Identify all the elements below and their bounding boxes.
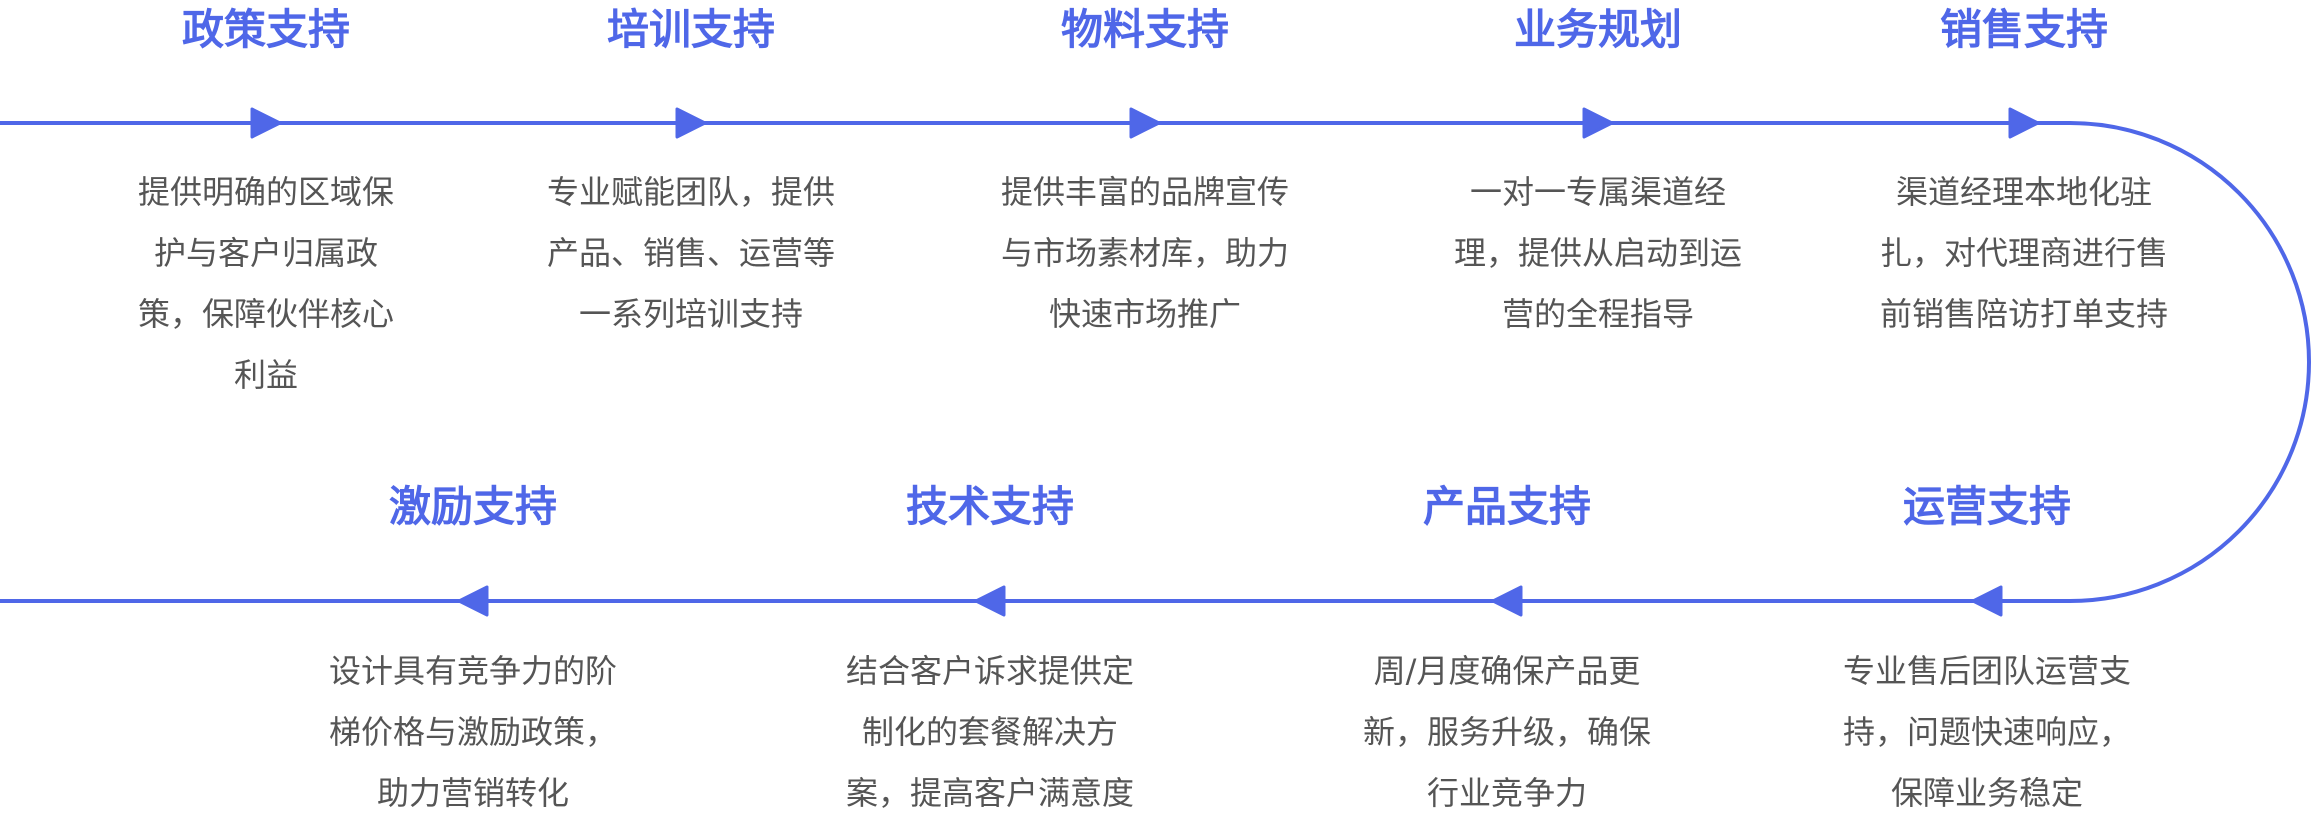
description-line: 提供丰富的品牌宣传 [1000,173,1289,211]
description-line: 前销售陪访打单支持 [1879,295,2168,333]
description-line: 设计具有竞争力的阶 [328,652,617,690]
description-line: 周/月度确保产品更 [1373,652,1641,690]
description-line: 渠道经理本地化驻 [1895,173,2152,211]
description-line: 制化的套餐解决方 [861,713,1118,751]
step-description: 结合客户诉求提供定制化的套餐解决方案，提高客户满意度 [810,641,1170,824]
step-description: 渠道经理本地化驻扎，对代理商进行售前销售陪访打单支持 [1844,162,2204,345]
description-line: 产品、销售、运营等 [546,234,835,272]
description-line: 行业竞争力 [1426,774,1587,812]
step-title: 业务规划 [1513,5,1682,54]
description-line: 护与客户归属政 [153,234,378,272]
arrow-right-icon [2008,107,2040,139]
description-line: 扎，对代理商进行售 [1879,234,2168,272]
step-title: 激励支持 [388,482,557,531]
arrow-right-icon [1129,107,1161,139]
arrow-right-icon [250,107,282,139]
description-line: 提供明确的区域保 [137,173,394,211]
step-title: 产品支持 [1422,482,1591,531]
description-line: 与市场素材库，助力 [1000,234,1289,272]
step-description: 专业售后团队运营支持，问题快速响应， 保障业务稳定 [1807,641,2167,824]
arrow-left-icon [457,585,489,617]
description-line: 快速市场推广 [1048,295,1241,333]
step-description: 提供丰富的品牌宣传与市场素材库，助力快速市场推广 [965,162,1325,345]
step-title: 培训支持 [606,5,775,54]
description-line: 一系列培训支持 [578,295,803,333]
step-title: 运营支持 [1902,482,2071,531]
arrow-left-icon [974,585,1006,617]
arrow-left-icon [1491,585,1523,617]
step-title: 物料支持 [1060,5,1229,54]
description-line: 策，保障伙伴核心 [137,295,394,333]
description-line: 新，服务升级，确保 [1362,713,1651,751]
description-line: 理，提供从启动到运 [1453,234,1742,272]
step-title: 政策支持 [181,5,350,54]
description-line: 一对一专属渠道经 [1469,173,1726,211]
description-line: 专业赋能团队，提供 [546,173,835,211]
step-description: 设计具有竞争力的阶梯价格与激励政策， 助力营销转化 [293,641,653,824]
step-title: 销售支持 [1939,5,2108,54]
description-line: 持，问题快速响应， [1842,713,2131,751]
description-line: 利益 [233,356,298,394]
step-description: 提供明确的区域保护与客户归属政策，保障伙伴核心利益 [86,162,446,406]
step-description: 专业赋能团队，提供产品、销售、运营等一系列培训支持 [511,162,871,345]
description-line: 专业售后团队运营支 [1842,652,2131,690]
description-line: 案，提高客户满意度 [845,774,1134,812]
step-description: 一对一专属渠道经理，提供从启动到运营的全程指导 [1418,162,1778,345]
description-line: 助力营销转化 [376,774,569,812]
arrow-left-icon [1971,585,2003,617]
description-line: 结合客户诉求提供定 [845,652,1134,690]
step-title: 技术支持 [905,482,1074,531]
step-description: 周/月度确保产品更新，服务升级，确保行业竞争力 [1327,641,1687,824]
description-line: 梯价格与激励政策， [328,713,617,751]
arrow-right-icon [1582,107,1614,139]
description-line: 保障业务稳定 [1890,774,2083,812]
arrow-right-icon [675,107,707,139]
description-line: 营的全程指导 [1501,295,1694,333]
